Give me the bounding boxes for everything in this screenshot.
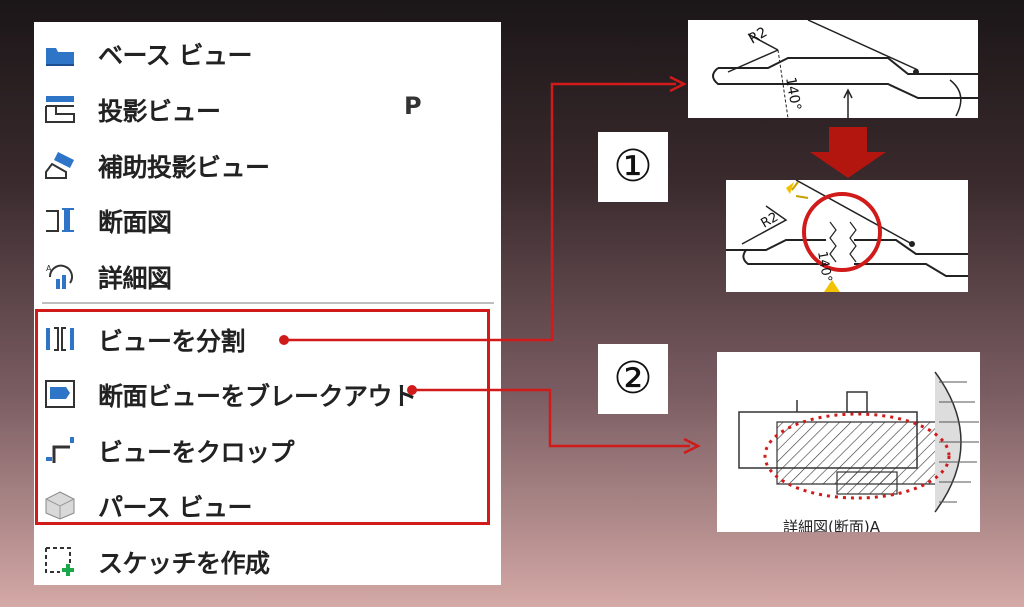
menu-item-label: 詳細図 — [98, 264, 172, 293]
menu-item-label: 断面図 — [98, 208, 172, 237]
menu-item-base-view[interactable]: ベース ビュー — [34, 26, 501, 78]
connector-line-two — [412, 388, 690, 448]
drawing-original-svg: R2 140° — [712, 20, 978, 118]
highlight-ellipse — [763, 412, 951, 500]
down-arrow-icon — [810, 127, 886, 178]
menu-item-projected-view[interactable]: 投影ビュー P — [34, 82, 501, 134]
arrowhead-icon — [683, 437, 701, 455]
warning-icon — [824, 280, 840, 292]
detail-caption: 詳細図(断面)A — [783, 518, 881, 532]
detail-view-icon: A — [46, 264, 73, 289]
view-dropdown-menu: ベース ビュー 投影ビュー P 補助投影ビュー 断面図 A 詳細図 — [34, 22, 501, 585]
menu-item-break-view[interactable]: ビューを分割 — [34, 312, 501, 364]
menu-item-label: ビューをクロップ — [98, 438, 295, 467]
menu-item-label: スケッチを作成 — [98, 549, 270, 578]
callout-one-badge: ① — [598, 132, 668, 202]
svg-text:A: A — [46, 264, 52, 273]
connector-line-one — [284, 82, 676, 342]
menu-item-label: 補助投影ビュー — [98, 153, 270, 182]
drawing-break-result: R2 140° — [726, 180, 968, 292]
perspective-view-icon — [45, 491, 75, 520]
menu-item-detail-view[interactable]: A 詳細図 — [34, 249, 501, 301]
menu-item-crop-view[interactable]: ビューをクロップ — [34, 423, 501, 475]
breakout-view-icon — [45, 380, 75, 408]
drawing-breakout-result: 詳細図(断面)A — [717, 352, 980, 532]
angle-label: 140° — [814, 250, 834, 283]
menu-item-section-view[interactable]: 断面図 — [34, 193, 501, 245]
shortcut-key: P — [404, 92, 422, 120]
menu-item-perspective-view[interactable]: パース ビュー — [34, 478, 501, 530]
highlight-box — [35, 309, 490, 525]
projected-view-icon — [45, 96, 75, 123]
auxiliary-view-icon — [45, 152, 74, 179]
create-sketch-icon — [45, 547, 74, 576]
callout-two-badge: ② — [598, 344, 668, 414]
drawing-breakout-svg: 詳細図(断面)A — [738, 371, 979, 532]
drawing-break-svg: R2 140° — [726, 180, 968, 292]
menu-item-label: ベース ビュー — [98, 41, 252, 70]
warning-icon — [786, 182, 794, 194]
radius-label: R2 — [759, 210, 781, 232]
break-view-icon — [46, 327, 74, 351]
angle-label: 140° — [782, 76, 804, 112]
section-view-icon — [46, 208, 74, 232]
drawing-original-view: R2 140° — [688, 20, 978, 118]
menu-item-auxiliary-view[interactable]: 補助投影ビュー — [34, 138, 501, 190]
menu-item-label: 投影ビュー — [98, 97, 221, 126]
base-view-icon — [46, 48, 74, 66]
menu-item-label: ビューを分割 — [98, 327, 246, 356]
menu-item-label: パース ビュー — [98, 493, 252, 522]
menu-item-label: 断面ビューをブレークアウト — [98, 382, 417, 411]
crop-view-icon — [46, 437, 74, 463]
arrowhead-icon — [669, 75, 687, 93]
highlight-circle — [802, 192, 882, 272]
menu-item-create-sketch[interactable]: スケッチを作成 — [34, 534, 501, 586]
menu-separator — [42, 302, 494, 304]
menu-item-breakout-view[interactable]: 断面ビューをブレークアウト — [34, 367, 501, 419]
